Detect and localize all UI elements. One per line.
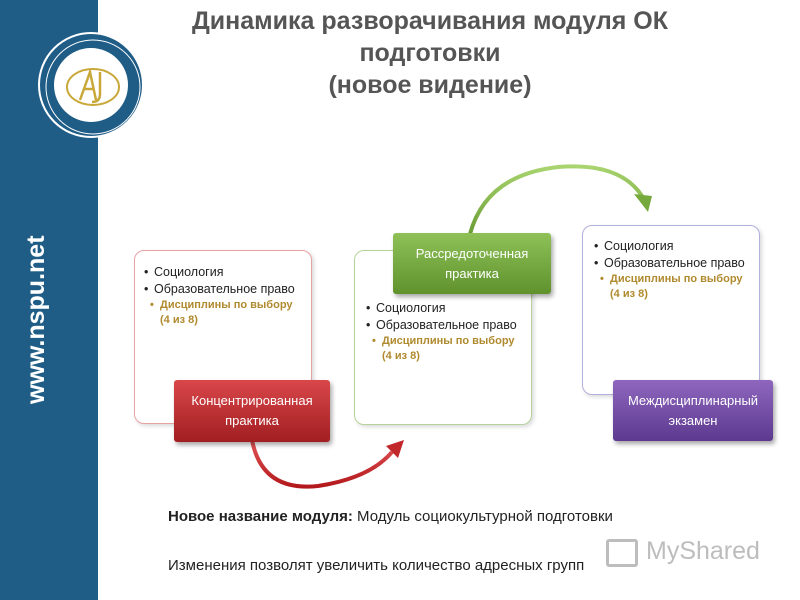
elective-item: Дисциплины по выбору (4 из 8) xyxy=(600,272,754,302)
university-logo xyxy=(38,32,144,138)
distributed-practice-tag: Рассредоточенная практика xyxy=(393,233,551,294)
tag-label: Междисциплинарный экзамен xyxy=(627,392,759,428)
list-item: Образовательное право xyxy=(594,255,754,272)
title-line-1: Динамика разворачивания модуля ОК xyxy=(192,7,668,35)
title-line-2: подготовки xyxy=(359,39,501,67)
module-list-2: Социология Образовательное право Дисципл… xyxy=(366,300,526,364)
green-arrow-head xyxy=(634,194,652,212)
tag-label: Концентрированная практика xyxy=(191,393,313,428)
logo-seal-graphic xyxy=(45,39,141,135)
slide-title: Динамика разворачивания модуля ОК подгот… xyxy=(150,5,710,101)
green-curved-arrow xyxy=(468,164,644,235)
title-line-3: (новое видение) xyxy=(328,71,532,99)
watermark: MyShared xyxy=(606,537,760,566)
list-item: Социология xyxy=(594,238,754,255)
watermark-text: MyShared xyxy=(646,537,760,565)
elective-item: Дисциплины по выбору (4 из 8) xyxy=(150,298,304,328)
tag-label: Рассредоточенная практика xyxy=(415,245,529,281)
watermark-icon xyxy=(606,539,638,567)
list-item: Социология xyxy=(366,300,526,317)
list-item: Социология xyxy=(144,264,304,281)
interdisciplinary-exam-tag: Междисциплинарный экзамен xyxy=(613,380,773,441)
list-item: Образовательное право xyxy=(144,281,304,298)
list-item: Образовательное право xyxy=(366,317,526,334)
module-list-3: Социология Образовательное право Дисципл… xyxy=(594,238,754,302)
module-name-value: Модуль социокультурной подготовки xyxy=(352,508,613,525)
elective-item: Дисциплины по выбору (4 из 8) xyxy=(372,334,526,364)
changes-note: Изменения позволят увеличить количество … xyxy=(168,557,585,574)
module-list-1: Социология Образовательное право Дисципл… xyxy=(144,264,304,328)
red-arrow-head xyxy=(386,440,404,458)
concentrated-practice-tag: Концентрированная практика xyxy=(174,380,330,442)
module-name-line: Новое название модуля: Модуль социокульт… xyxy=(168,508,613,525)
red-curved-arrow xyxy=(250,439,394,489)
module-name-label: Новое название модуля: xyxy=(168,508,353,525)
